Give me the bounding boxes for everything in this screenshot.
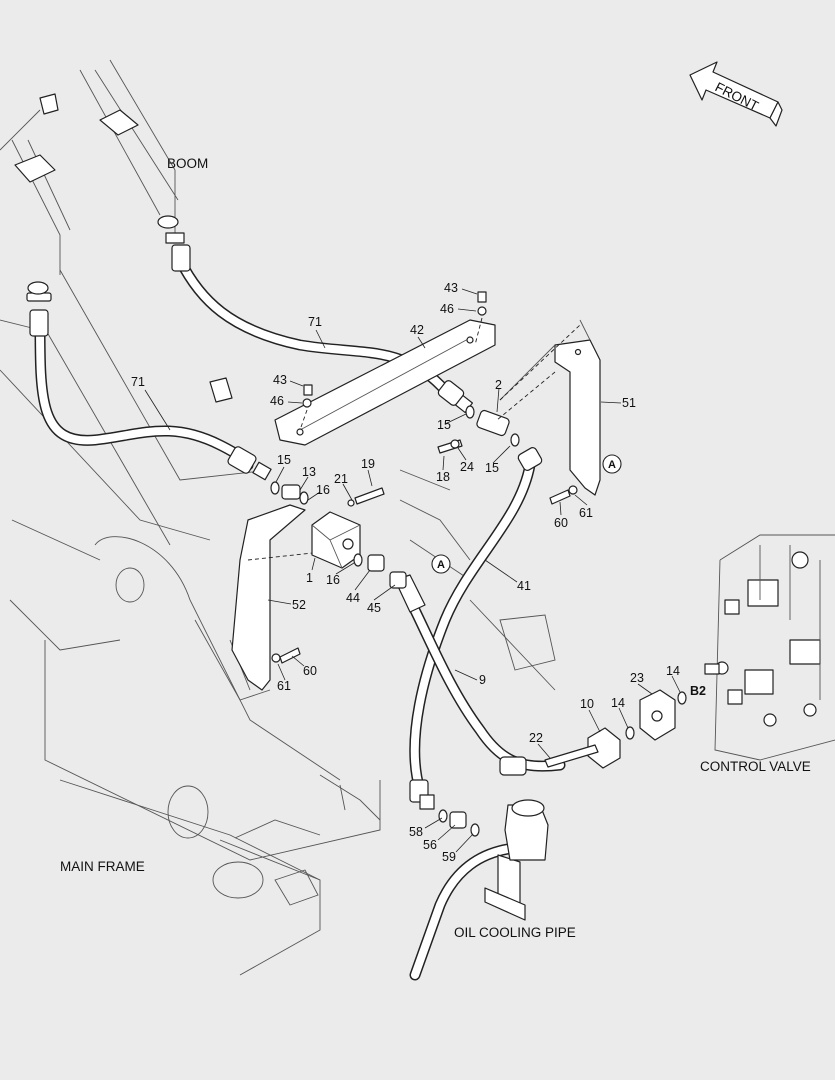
callout-43: 43 — [444, 281, 458, 295]
callout-1: 1 — [306, 571, 313, 585]
callout-23: 23 — [630, 671, 644, 685]
block-23 — [639, 689, 676, 741]
control-valve-label: CONTROL VALVE — [700, 759, 811, 774]
control-valve-body — [704, 534, 835, 761]
callout-24: 24 — [460, 460, 474, 474]
callout-58: 58 — [409, 825, 423, 839]
svg-text:A: A — [437, 559, 445, 571]
callout-43: 43 — [273, 373, 287, 387]
main-frame-label: MAIN FRAME — [60, 859, 145, 874]
callout-44: 44 — [346, 591, 360, 605]
view-marker-a-right: A — [602, 454, 622, 474]
fittings — [270, 291, 687, 837]
callout-16: 16 — [316, 483, 330, 497]
callout-14: 14 — [611, 696, 625, 710]
oil-cooling-pipe — [409, 799, 549, 981]
callout-21: 21 — [334, 472, 348, 486]
callout-19: 19 — [361, 457, 375, 471]
callout-51: 51 — [622, 396, 636, 410]
callout-14: 14 — [666, 664, 680, 678]
hose-41 — [409, 447, 543, 810]
callout-2: 2 — [495, 378, 502, 392]
svg-text:A: A — [608, 459, 616, 471]
callout-15: 15 — [485, 461, 499, 475]
hose-71-left — [26, 281, 272, 481]
flange-10 — [544, 727, 621, 769]
boom-label: BOOM — [167, 156, 208, 171]
front-direction-arrow: FRONT — [689, 61, 783, 127]
callout-10: 10 — [580, 697, 594, 711]
callout-60: 60 — [303, 664, 317, 678]
callout-71: 71 — [131, 375, 145, 389]
port-b2-label: B2 — [690, 684, 706, 698]
callout-13: 13 — [302, 465, 316, 479]
leader-lines — [144, 288, 681, 853]
callout-46: 46 — [270, 394, 284, 408]
callout-61: 61 — [579, 506, 593, 520]
callout-41: 41 — [517, 579, 531, 593]
callout-56: 56 — [423, 838, 437, 852]
callout-9: 9 — [479, 673, 486, 687]
main-frame-structure — [44, 469, 556, 976]
callout-61: 61 — [277, 679, 291, 693]
bracket-51 — [499, 319, 601, 496]
callout-15: 15 — [437, 418, 451, 432]
view-marker-a-left: A — [431, 554, 451, 574]
callout-46: 46 — [440, 302, 454, 316]
callout-16: 16 — [326, 573, 340, 587]
block-1 — [311, 511, 361, 569]
callout-71: 71 — [308, 315, 322, 329]
callout-52: 52 — [292, 598, 306, 612]
callout-15: 15 — [277, 453, 291, 467]
oil-cooling-pipe-label: OIL COOLING PIPE — [454, 925, 576, 940]
bracket-42 — [274, 319, 496, 446]
callout-42: 42 — [410, 323, 424, 337]
callout-45: 45 — [367, 601, 381, 615]
callout-60: 60 — [554, 516, 568, 530]
callout-18: 18 — [436, 470, 450, 484]
callout-59: 59 — [442, 850, 456, 864]
callout-22: 22 — [529, 731, 543, 745]
callout-labels: 43 46 71 42 71 43 46 2 51 15 24 15 18 15… — [131, 281, 680, 864]
